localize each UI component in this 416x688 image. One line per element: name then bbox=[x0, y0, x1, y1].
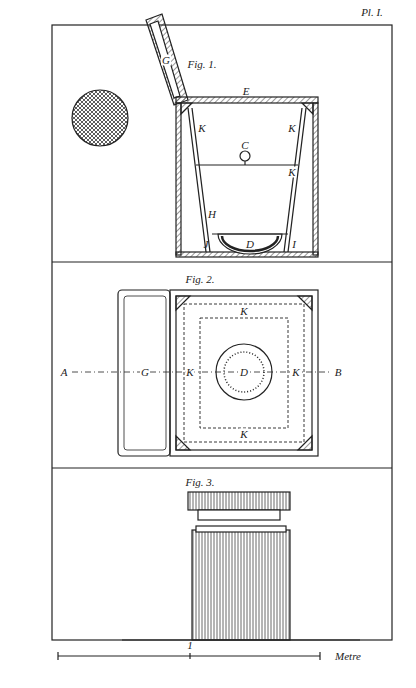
part-label: Pl. I. bbox=[360, 7, 384, 18]
part-label: K bbox=[239, 429, 248, 440]
part-label: K bbox=[287, 167, 296, 178]
part-label: G bbox=[140, 367, 150, 378]
part-label: Metre bbox=[334, 651, 362, 662]
part-label: B bbox=[334, 367, 343, 378]
part-label: I bbox=[291, 239, 297, 250]
part-label: 1 bbox=[186, 640, 194, 651]
figure-label: Fig. 2. bbox=[184, 274, 215, 285]
part-label: K bbox=[185, 367, 194, 378]
part-label: E bbox=[242, 86, 251, 97]
part-label: G bbox=[161, 55, 171, 66]
part-label: K bbox=[291, 367, 300, 378]
part-label: J bbox=[203, 239, 210, 250]
figure-label: Fig. 3. bbox=[184, 477, 215, 488]
part-label: D bbox=[245, 239, 255, 250]
part-label: D bbox=[239, 367, 249, 378]
part-label: K bbox=[287, 123, 296, 134]
part-label: H bbox=[207, 209, 217, 220]
part-label: A bbox=[60, 367, 69, 378]
part-label: K bbox=[197, 123, 206, 134]
part-label: K bbox=[239, 306, 248, 317]
part-label: C bbox=[240, 140, 249, 151]
figure-label: Fig. 1. bbox=[186, 59, 217, 70]
